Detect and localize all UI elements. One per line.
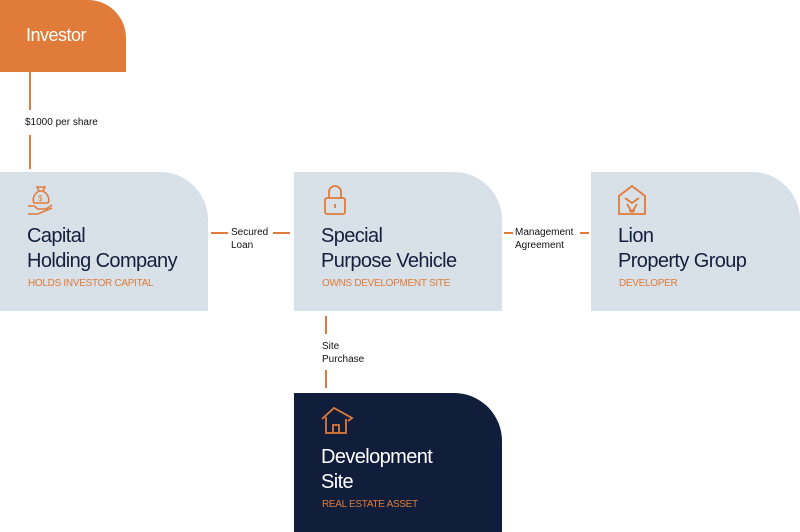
capital-subtitle: HOLDS INVESTOR CAPITAL <box>28 278 154 289</box>
spv-subtitle: OWNS DEVELOPMENT SITE <box>322 278 450 289</box>
connector-line <box>325 316 327 334</box>
connector-line <box>211 232 228 234</box>
lion-subtitle: DEVELOPER <box>619 278 678 289</box>
connector-line <box>29 135 31 169</box>
investor-label: Investor <box>26 25 87 45</box>
site-subtitle: REAL ESTATE ASSET <box>322 499 418 510</box>
connector-line <box>504 232 513 234</box>
money-bag-hand-icon: $ <box>28 186 53 215</box>
connector-line <box>580 232 589 234</box>
svg-text:$: $ <box>38 194 43 203</box>
investor-node: Investor <box>0 0 126 72</box>
house-icon <box>321 406 354 434</box>
connector-label-share-price: $1000 per share <box>25 117 98 128</box>
connector-line <box>325 370 327 388</box>
lion-house-icon <box>618 184 646 215</box>
lock-icon <box>324 185 346 215</box>
connector-line <box>29 72 31 110</box>
connector-line <box>273 232 290 234</box>
